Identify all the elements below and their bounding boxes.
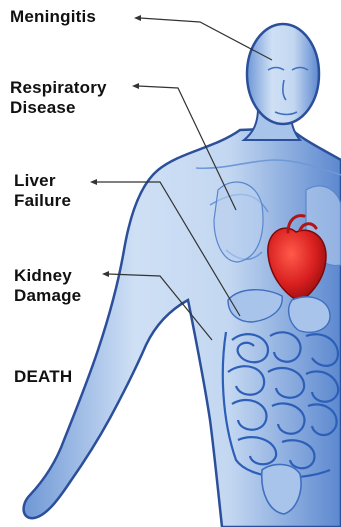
label-line: Disease	[10, 98, 107, 118]
label-respiratory-disease: Respiratory Disease	[10, 78, 107, 118]
label-line: Damage	[14, 286, 81, 306]
head	[247, 24, 319, 124]
stomach	[289, 297, 330, 332]
label-line: Respiratory	[10, 78, 107, 98]
label-kidney-damage: Kidney Damage	[14, 266, 81, 306]
label-meningitis: Meningitis	[10, 7, 96, 27]
label-line: Failure	[14, 191, 71, 211]
label-line: Liver	[14, 171, 71, 191]
label-line: Meningitis	[10, 7, 96, 27]
label-death: DEATH	[14, 367, 72, 387]
label-liver-failure: Liver Failure	[14, 171, 71, 211]
label-line: Kidney	[14, 266, 81, 286]
label-line: DEATH	[14, 367, 72, 387]
